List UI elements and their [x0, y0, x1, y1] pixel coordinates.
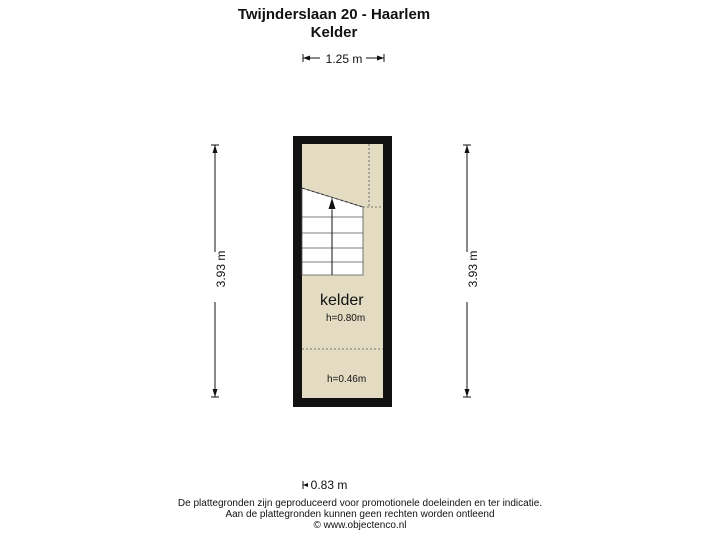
ceiling-height-upper: h=0.80m: [326, 313, 366, 324]
floor-name: Kelder: [310, 24, 358, 41]
bottom-width-label: 0.83 m: [310, 478, 348, 492]
stair-direction-arrow: [328, 198, 336, 209]
top-width-label: 1.25 m: [325, 52, 363, 66]
disclaimer-line-1: De plattegronden zijn geproduceerd voor …: [177, 498, 543, 509]
left-height-label: 3.93 m: [214, 250, 228, 288]
height-boundaries: [302, 144, 383, 350]
room-label: kelder: [320, 292, 364, 309]
ceiling-height-lower: h=0.46m: [327, 374, 367, 385]
copyright-line: © www.objectenco.nl: [313, 520, 407, 531]
right-height-label: 3.93 m: [466, 250, 480, 288]
disclaimer-line-2: Aan de plattegronden kunnen geen rechten…: [225, 509, 495, 520]
staircase: [301, 187, 364, 276]
plan-address: Twijnderslaan 20 - Haarlem: [237, 6, 431, 23]
